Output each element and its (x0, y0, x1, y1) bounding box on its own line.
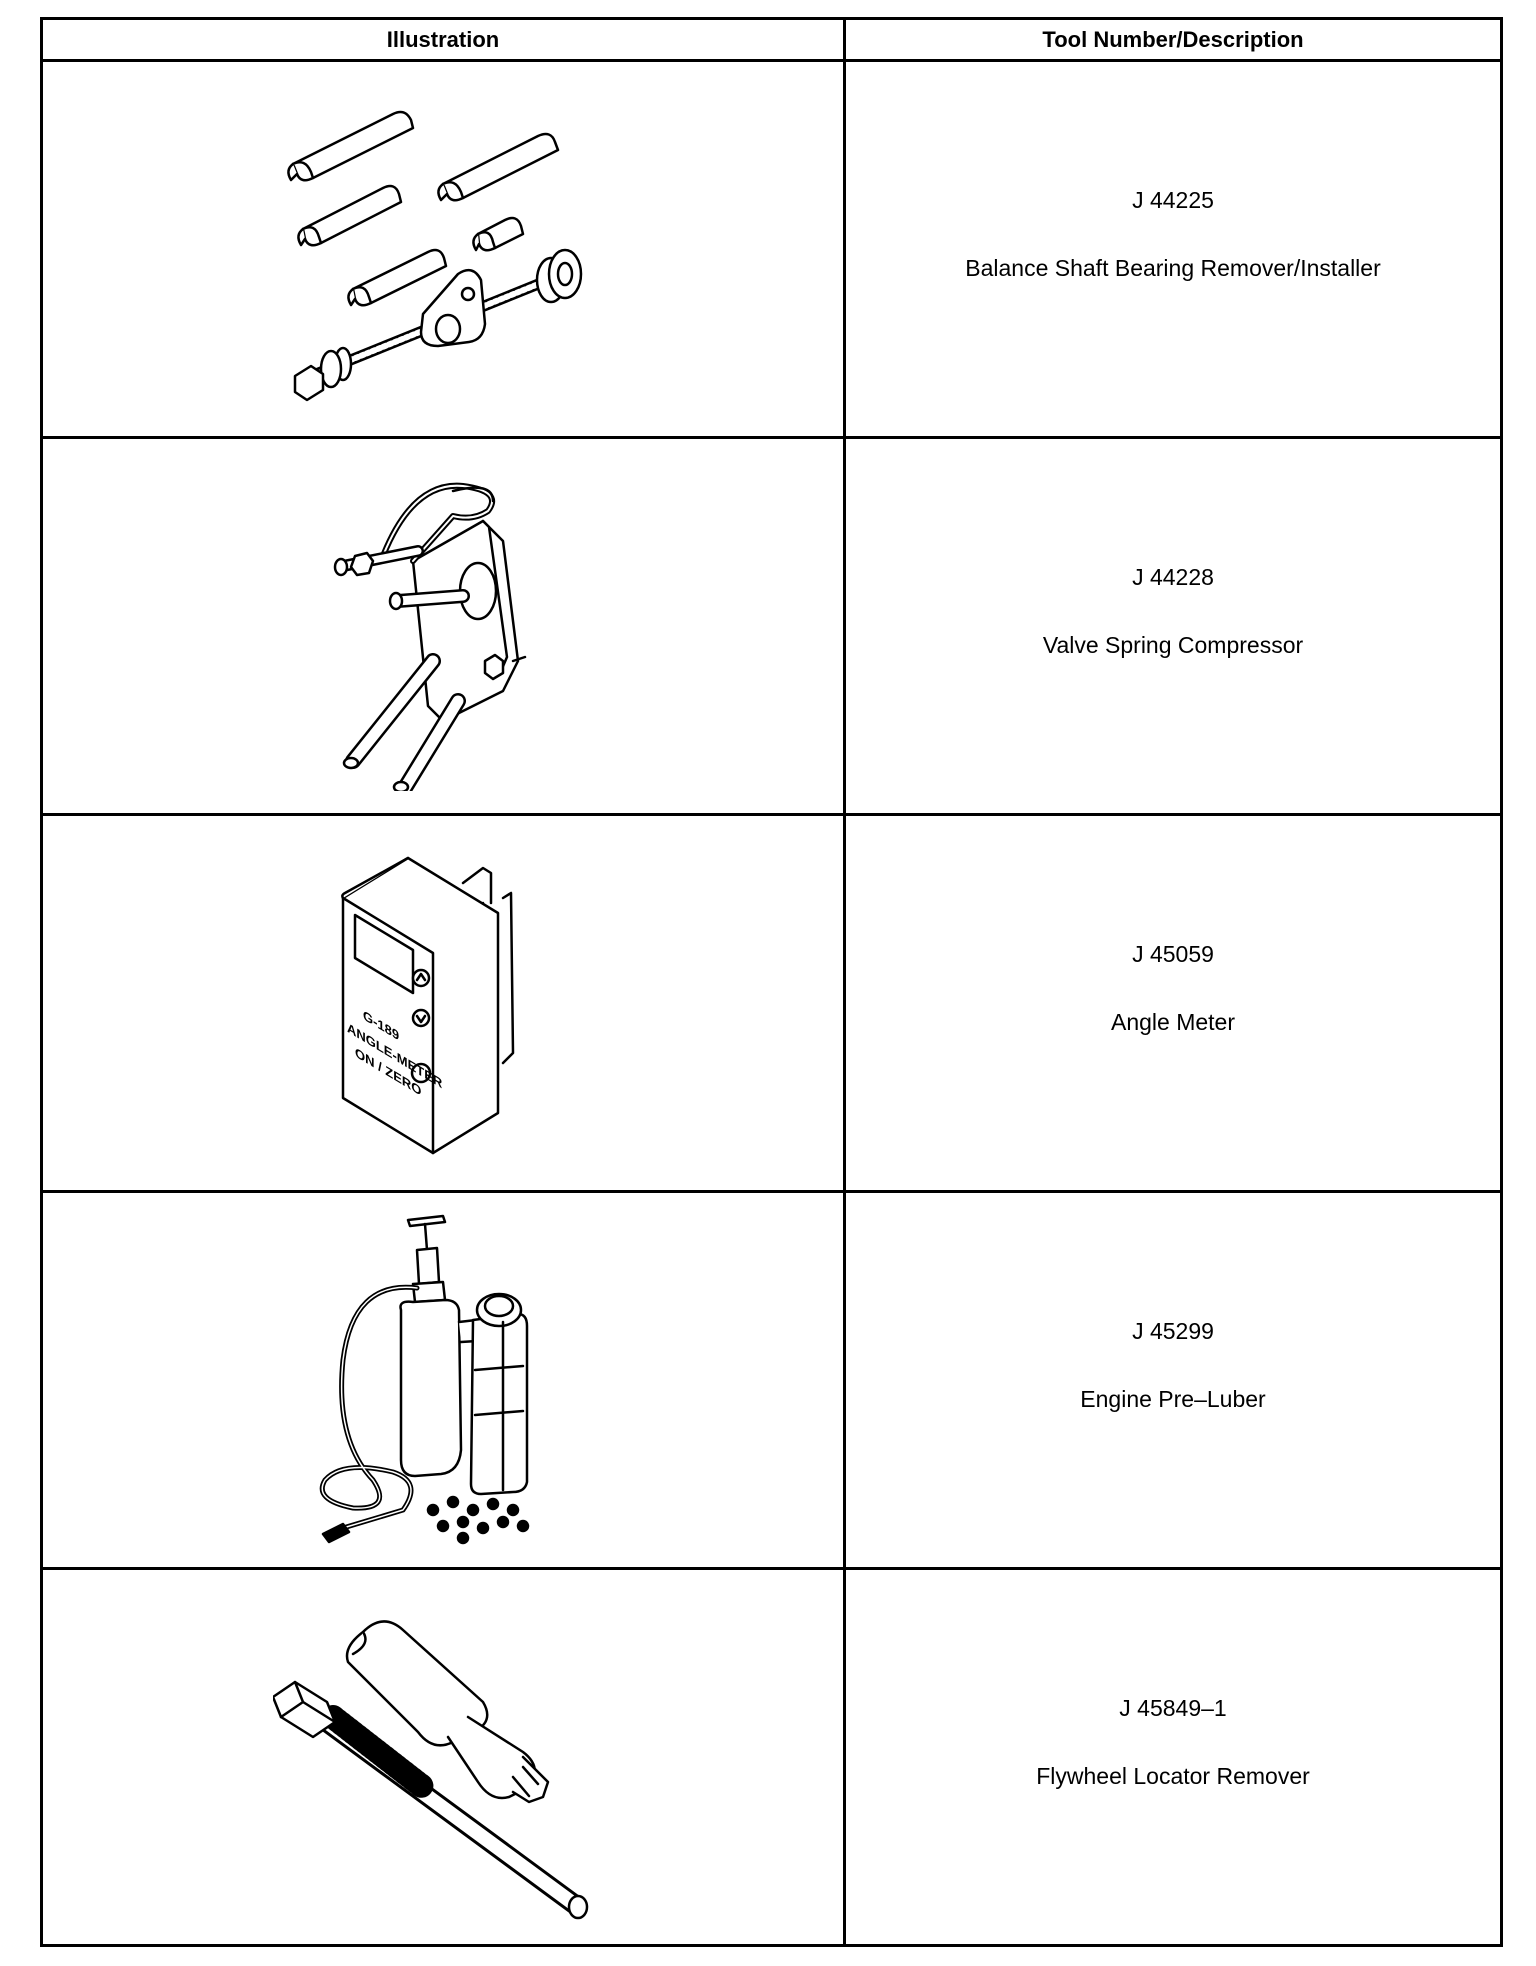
description-cell: J 44228 Valve Spring Compressor (843, 436, 1503, 816)
tool-number: J 44225 (1132, 187, 1214, 213)
table-row: J 44225 Balance Shaft Bearing Remover/In… (40, 59, 1503, 439)
angle-meter-icon: G-189 ANGLE-METER ON / ZERO (341, 856, 515, 1155)
description-cell: J 45849–1 Flywheel Locator Remover (843, 1567, 1503, 1947)
special-tools-table: Illustration Tool Number/Description (40, 17, 1503, 1947)
header-tool-number-description: Tool Number/Description (843, 17, 1503, 62)
tool-number: J 45059 (1132, 941, 1214, 967)
tool-description: Engine Pre–Luber (1080, 1386, 1266, 1412)
illustration-cell (40, 436, 846, 816)
tool-number: J 45849–1 (1119, 1695, 1227, 1721)
description-cell: J 45299 Engine Pre–Luber (843, 1190, 1503, 1570)
table-row: G-189 ANGLE-METER ON / ZERO J 45059 Angl… (40, 813, 1503, 1193)
tool-description: Balance Shaft Bearing Remover/Installer (965, 255, 1381, 281)
tool-description: Flywheel Locator Remover (1036, 1763, 1310, 1789)
illustration-cell (40, 1567, 846, 1947)
tool-number: J 44228 (1132, 564, 1214, 590)
tool-description: Valve Spring Compressor (1042, 632, 1304, 658)
valve-spring-compressor-icon (333, 482, 527, 791)
description-cell: J 44225 Balance Shaft Bearing Remover/In… (843, 59, 1503, 439)
illustration-cell (40, 59, 846, 439)
header-illustration: Illustration (40, 17, 846, 62)
table-header-row: Illustration Tool Number/Description (40, 17, 1503, 62)
table-row: J 44228 Valve Spring Compressor (40, 436, 1503, 816)
description-cell: J 45059 Angle Meter (843, 813, 1503, 1193)
table-row: J 45849–1 Flywheel Locator Remover (40, 1567, 1503, 1947)
engine-pre-luber-icon (319, 1214, 530, 1545)
table-row: J 45299 Engine Pre–Luber (40, 1190, 1503, 1570)
bearing-remover-installer-icon (287, 110, 583, 402)
flywheel-locator-remover-icon (273, 1620, 589, 1920)
tool-number: J 45299 (1132, 1318, 1214, 1344)
illustration-cell: G-189 ANGLE-METER ON / ZERO (40, 813, 846, 1193)
illustration-cell (40, 1190, 846, 1570)
tool-description: Angle Meter (1110, 1009, 1235, 1035)
